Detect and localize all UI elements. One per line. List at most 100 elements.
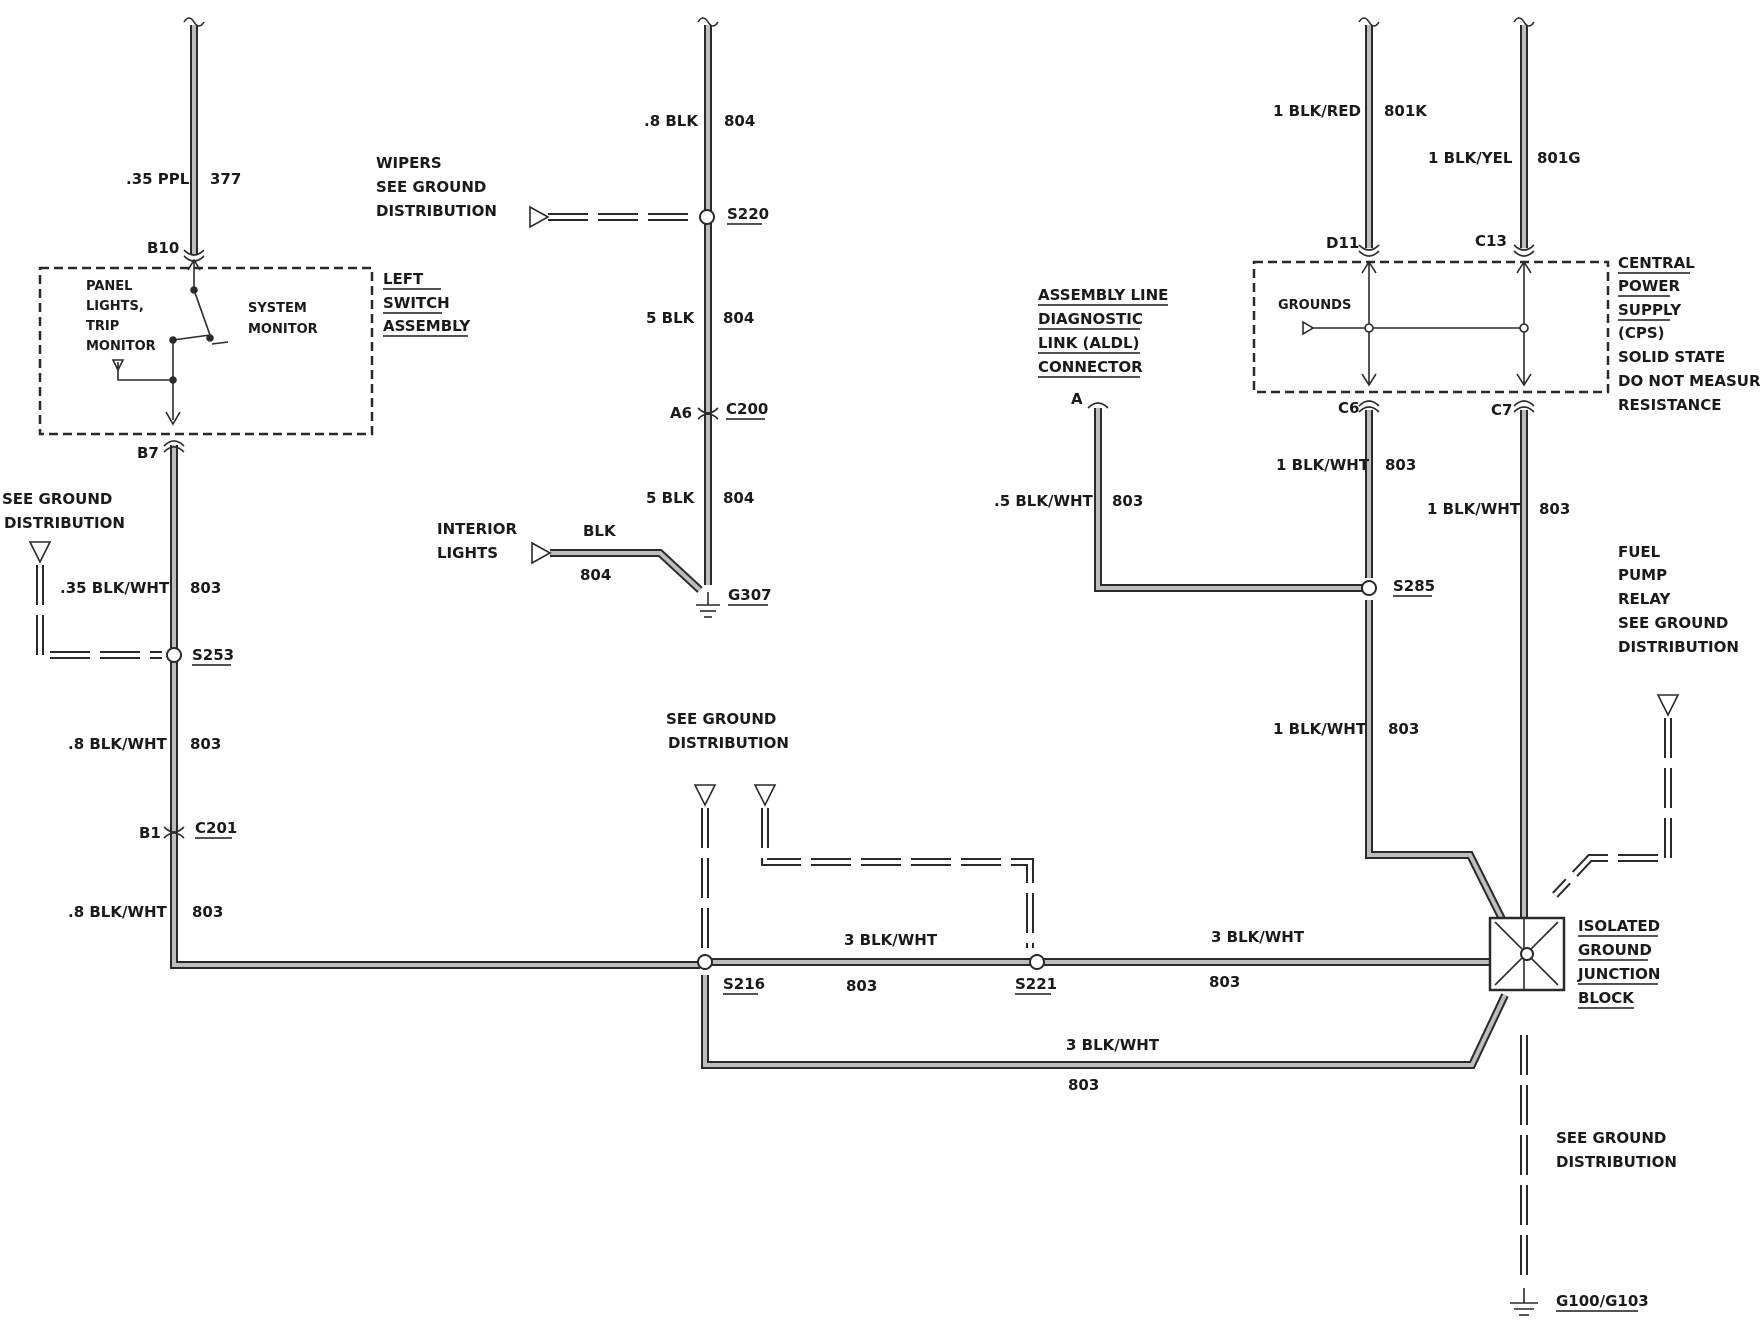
wire-dash-s221-ground — [761, 808, 1034, 948]
connector-c201-icon — [163, 826, 185, 839]
wire-803-left — [170, 445, 700, 969]
label-pin-a: A — [1071, 390, 1083, 408]
label-system-monitor: MONITOR — [248, 322, 318, 337]
connector-a-icon — [1087, 402, 1109, 409]
label-804-d: 804 — [580, 566, 611, 584]
wire-804-interior-lights — [550, 549, 703, 593]
wire-dash-fuel-pump — [1552, 718, 1672, 898]
label-fuel-5: DISTRIBUTION — [1618, 638, 1739, 656]
ground-triangle-icon — [28, 205, 1680, 807]
label-804-b: 804 — [723, 309, 754, 327]
label-1-blkwht-b: 1 BLK/WHT — [1427, 500, 1521, 518]
label-fuel-3: RELAY — [1618, 590, 1672, 608]
central-power-supply-box — [1252, 260, 1610, 394]
label-see-ground-3a: SEE GROUND — [1556, 1129, 1666, 1147]
label-lights-int: LIGHTS — [437, 544, 498, 562]
label-803-f: 803 — [1539, 500, 1570, 518]
splice-s216 — [697, 954, 713, 970]
label-b1: B1 — [139, 824, 161, 842]
label-801k: 801K — [1384, 102, 1428, 120]
label-see-ground-2b: DISTRIBUTION — [668, 734, 789, 752]
label-c201: C201 — [195, 819, 237, 837]
label-801g: 801G — [1537, 149, 1581, 167]
label-803-g: 803 — [1388, 720, 1419, 738]
label-igjb-4: BLOCK — [1578, 989, 1635, 1007]
wire-803-aldl — [1094, 408, 1362, 592]
label-fuel-1: FUEL — [1618, 543, 1661, 561]
switch-internal-icon — [117, 258, 229, 426]
label-underlines — [192, 223, 1690, 1312]
label-wipers-2: SEE GROUND — [376, 178, 486, 196]
label-035-blkwht: .35 BLK/WHT — [60, 579, 170, 597]
label-a6: A6 — [670, 404, 692, 422]
label-aldl-3: LINK (ALDL) — [1038, 334, 1139, 352]
label-s220: S220 — [727, 205, 769, 223]
label-804-a: 804 — [724, 112, 755, 130]
label-see-ground-2a: SEE GROUND — [666, 710, 776, 728]
ground-g307-icon — [696, 592, 720, 618]
label-panel: PANEL — [86, 279, 132, 294]
label-803-d: 803 — [1112, 492, 1143, 510]
label-08-blkwht-a: .8 BLK/WHT — [68, 735, 168, 753]
label-08-blkwht-b: .8 BLK/WHT — [68, 903, 168, 921]
connector-c13-icon — [1513, 244, 1535, 257]
label-cps-1: CENTRAL — [1618, 254, 1695, 272]
label-igjb-2: GROUND — [1578, 941, 1652, 959]
label-cps-3: SUPPLY — [1618, 301, 1682, 319]
label-803-j: 803 — [1068, 1076, 1099, 1094]
connector-c7-icon — [1513, 400, 1535, 413]
label-blk: BLK — [583, 522, 617, 540]
label-wipers: WIPERS — [376, 154, 442, 172]
label-1-blkred: 1 BLK/RED — [1273, 102, 1361, 120]
label-s285: S285 — [1393, 577, 1435, 595]
splice-s285 — [1361, 580, 1377, 596]
connector-d11-icon — [1358, 244, 1380, 257]
label-08-blk: .8 BLK — [644, 112, 699, 130]
label-lights: LIGHTS, — [86, 299, 144, 314]
splice-s221 — [1029, 954, 1045, 970]
label-803-i: 803 — [1209, 973, 1240, 991]
label-c13: C13 — [1475, 232, 1507, 250]
label-wipers-3: DISTRIBUTION — [376, 202, 497, 220]
wire-803-s285-igjb — [1365, 600, 1509, 927]
label-05-blkwht: .5 BLK/WHT — [994, 492, 1094, 510]
label-5-blk-a: 5 BLK — [646, 309, 696, 327]
label-interior: INTERIOR — [437, 520, 517, 538]
splice-s220 — [699, 209, 715, 225]
label-b10: B10 — [147, 239, 179, 257]
label-cps-2: POWER — [1618, 277, 1681, 295]
label-monitor: MONITOR — [86, 339, 156, 354]
label-803-h: 803 — [846, 977, 877, 995]
label-fuel-2: PUMP — [1618, 566, 1667, 584]
label-803-c: 803 — [192, 903, 223, 921]
label-see-ground-1a: SEE GROUND — [2, 490, 112, 508]
label-igjb-1: ISOLATED — [1578, 917, 1660, 935]
label-left: LEFT — [383, 270, 424, 288]
label-see-ground-1b: DISTRIBUTION — [4, 514, 125, 532]
wire-803-s216-bottom — [701, 975, 1509, 1069]
label-804-c: 804 — [723, 489, 754, 507]
label-3-blkwht-a: 3 BLK/WHT — [844, 931, 938, 949]
label-1-blkwht-c: 1 BLK/WHT — [1273, 720, 1367, 738]
label-cps-5: SOLID STATE — [1618, 348, 1725, 366]
label-aldl-4: CONNECTOR — [1038, 358, 1143, 376]
label-3-blkwht-b: 3 BLK/WHT — [1211, 928, 1305, 946]
label-c6: C6 — [1338, 399, 1359, 417]
label-assembly: ASSEMBLY — [383, 317, 471, 335]
label-d11: D11 — [1326, 234, 1359, 252]
label-aldl-1: ASSEMBLY LINE — [1038, 286, 1168, 304]
left-switch-assembly-box — [38, 266, 374, 436]
label-377: 377 — [210, 170, 241, 188]
label-c7: C7 — [1491, 401, 1512, 419]
label-cps-7: RESISTANCE — [1618, 396, 1721, 414]
label-s253: S253 — [192, 646, 234, 664]
label-1-blkwht-a: 1 BLK/WHT — [1276, 456, 1370, 474]
label-g100: G100/G103 — [1556, 1292, 1649, 1310]
label-803-a: 803 — [190, 579, 221, 597]
label-fuel-4: SEE GROUND — [1618, 614, 1728, 632]
wire-labels: .35 PPL 377 B10 PANEL LIGHTS, TRIP MONIT… — [2, 102, 1760, 1310]
label-cps-6: DO NOT MEASURE — [1618, 372, 1760, 390]
cps-internal-icon — [1313, 260, 1532, 387]
label-trip: TRIP — [86, 319, 119, 334]
